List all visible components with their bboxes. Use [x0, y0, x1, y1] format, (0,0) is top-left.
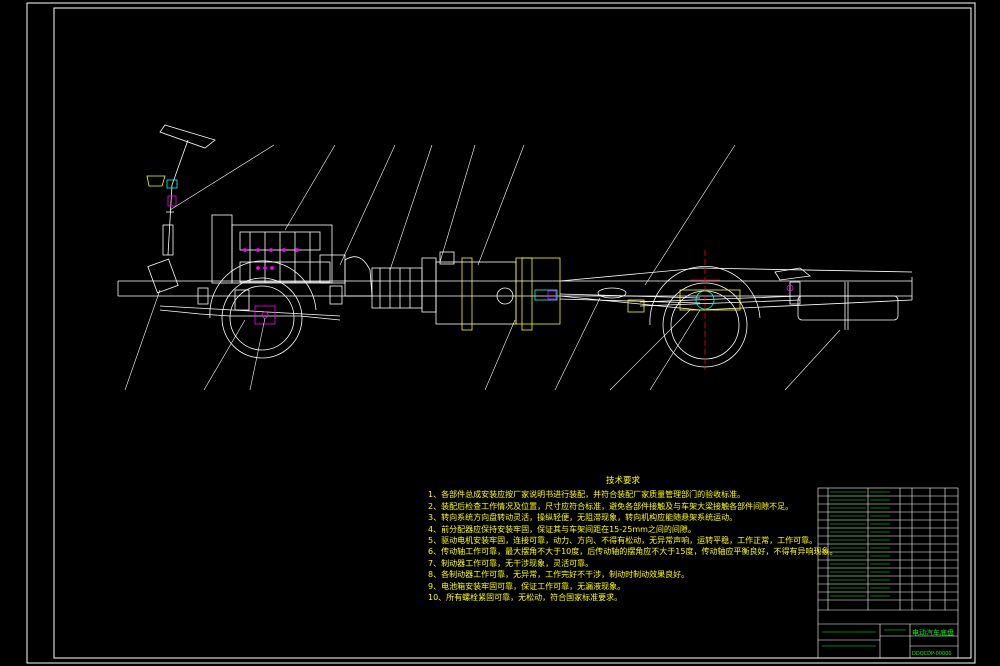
battery-pack [435, 251, 561, 331]
drive-motor [371, 257, 437, 313]
requirement-item: 4、前分配器应保持安装牢固，保证其与车架间距在15-25mm之间的间隙。 [428, 524, 696, 534]
steering-wheel [159, 124, 216, 149]
requirement-item: 5、驱动电机安装牢固，连接可靠，动力、方向、不得有松动，无异常声响，运转平稳，工… [428, 536, 818, 546]
requirement-item: 1、各部件总成安装应按厂家说明书进行装配，并符合装配厂家质量管理部门的验收标准。 [428, 490, 746, 500]
rear-wheel [639, 250, 801, 370]
title-block-drawing-number: DDQCDP-00000 [912, 651, 952, 657]
front-wheel [159, 260, 343, 359]
title-block-name: 电动汽车底盘 [912, 628, 954, 637]
callout-leaders [124, 144, 841, 391]
chassis-side-view [117, 124, 913, 370]
title-block-cells [818, 624, 958, 658]
technical-requirements-title: 技术要求 [605, 476, 640, 486]
drawing-frame [26, 2, 976, 664]
requirement-item: 7、制动器工作可靠，无干涉现象，灵活可靠。 [428, 558, 594, 568]
requirement-item: 3、转向系统方向盘转动灵活，操纵轻便，无阻滞现象，转向机构应能随悬架系统运动。 [428, 513, 738, 523]
title-block: 电动汽车底盘 DDQCDP-00000 [817, 487, 959, 659]
inner-border [53, 7, 972, 659]
requirement-item: 2、装配后检查工作情况及位置，尺寸应符合标准，避免各部件接触及与车架大梁接触各部… [428, 501, 794, 511]
requirement-item: 8、各制动器工作可靠，无异常，工作完好不干涉，制动时制动效果良好。 [428, 570, 690, 580]
front-controller [211, 214, 373, 297]
rear-components [774, 267, 899, 330]
outer-border [26, 2, 976, 664]
steering-assembly [146, 124, 216, 294]
requirement-item: 9、电池箱安装牢固可靠，保证工作可靠，无漏液现象。 [428, 581, 626, 591]
parts-list-green-cells [822, 491, 906, 647]
requirement-item: 10、所有螺栓紧固可靠，无松动，符合国家标准要求。 [428, 593, 623, 603]
parts-list-rows [818, 488, 958, 625]
technical-requirements: 技术要求 1、各部件总成安装应按厂家说明书进行装配，并符合装配厂家质量管理部门的… [428, 476, 838, 603]
propeller-shaft [559, 287, 701, 313]
requirement-item: 6、传动轴工作可靠，最大摆角不大于10度，后传动轴的摆角应不大于15度，传动轴应… [428, 547, 838, 557]
